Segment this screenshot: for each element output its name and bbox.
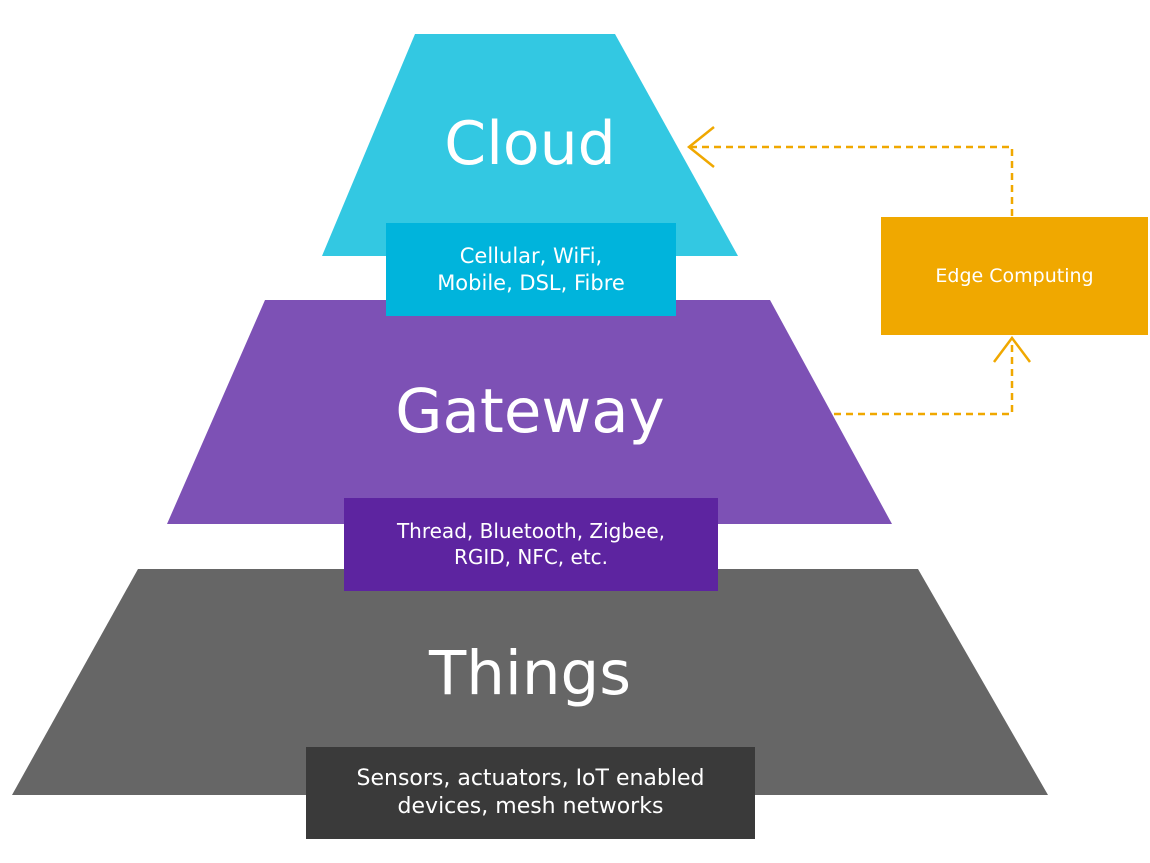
cloud-connectivity-line1: Cellular, WiFi, — [459, 243, 603, 268]
things-devices-box: Sensors, actuators, IoT enabled devices,… — [306, 747, 755, 839]
things-tier-shape — [12, 569, 1048, 795]
cloud-title: Cloud — [444, 109, 616, 179]
gateway-tier-shape — [167, 300, 892, 524]
cloud-connectivity-box: Cellular, WiFi, Mobile, DSL, Fibre — [386, 223, 676, 316]
things-title: Things — [428, 638, 632, 709]
gateway-to-edge-connector — [834, 342, 1014, 416]
things-devices-line2: devices, mesh networks — [397, 794, 664, 819]
edge-computing-label: Edge Computing — [935, 264, 1094, 287]
gateway-connectivity-line1: Thread, Bluetooth, Zigbee, — [396, 518, 666, 543]
edge-computing-box: Edge Computing — [881, 217, 1148, 335]
gateway-connectivity-box: Thread, Bluetooth, Zigbee, RGID, NFC, et… — [344, 498, 718, 591]
cloud-left-arrowhead — [686, 126, 715, 168]
things-devices-line1: Sensors, actuators, IoT enabled — [356, 765, 705, 791]
cloud-connectivity-line2: Mobile, DSL, Fibre — [437, 270, 625, 295]
gateway-connectivity-line2: RGID, NFC, etc. — [453, 544, 609, 569]
edge-up-arrowhead — [993, 335, 1031, 363]
gateway-title: Gateway — [395, 376, 665, 447]
edge-to-cloud-connector — [690, 145, 1014, 216]
cloud-tier-shape — [322, 34, 738, 256]
